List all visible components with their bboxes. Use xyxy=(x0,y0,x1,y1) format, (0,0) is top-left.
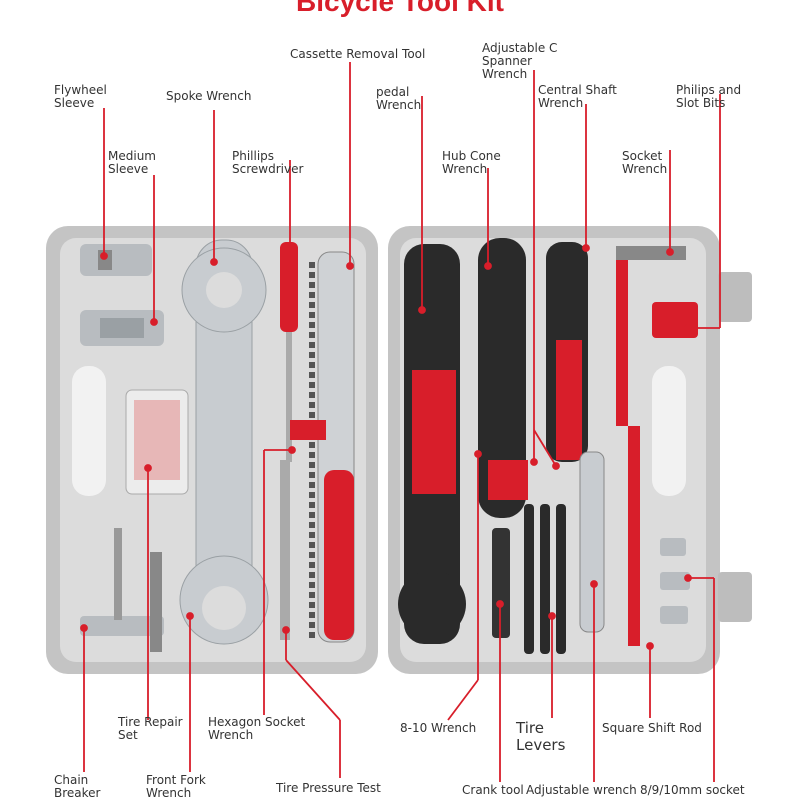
label-adjustable-c-spanner-wrench: Adjustable C Spanner Wrench xyxy=(482,41,558,81)
label-hub-cone-wrench: Hub Cone Wrench xyxy=(442,149,501,176)
hexagon-socket-wrench-tool xyxy=(290,420,326,440)
phillips-screwdriver-tool xyxy=(280,242,298,462)
label-flywheel-sleeve: Flywheel Sleeve xyxy=(54,83,107,110)
label-spoke-wrench: Spoke Wrench xyxy=(166,89,252,103)
label-square-shift-rod: Square Shift Rod xyxy=(602,721,702,735)
label-pedal-wrench: pedal Wrench xyxy=(376,85,422,112)
label-socket-wrench: Socket Wrench xyxy=(622,149,668,176)
label-tire-levers: Tire Levers xyxy=(516,719,566,754)
label-chain-breaker: Chain Breaker xyxy=(54,773,101,800)
label-crank-tool: Crank tool xyxy=(462,783,524,797)
hub-cone-wrench-tool xyxy=(478,238,528,518)
cassette-chain-whip xyxy=(309,251,355,643)
label-central-shaft-wrench: Central Shaft Wrench xyxy=(538,83,617,110)
label-hexagon-socket-wrench: Hexagon Socket Wrench xyxy=(208,715,306,742)
label-medium-sleeve: Medium Sleeve xyxy=(108,149,156,176)
chain-breaker-tool xyxy=(80,528,164,636)
case-latch-top xyxy=(718,272,752,322)
label-tire-pressure-test: Tire Pressure Test xyxy=(276,781,381,795)
label-8-10-wrench: 8-10 Wrench xyxy=(400,721,477,735)
label-cassette-removal-tool: Cassette Removal Tool xyxy=(290,47,426,61)
central-shaft-wrench-tool xyxy=(546,242,588,462)
case-latch-bottom xyxy=(718,572,752,622)
label-phillips-screwdriver: Phillips Screwdriver xyxy=(232,149,304,176)
sockets-8-9-10 xyxy=(660,538,690,624)
adjustable-wrench-tool xyxy=(579,451,605,633)
front-fork-wrench-tool xyxy=(150,552,162,652)
pedal-wrench-tool xyxy=(398,244,466,644)
page-title: Bicycle Tool Kit xyxy=(296,0,504,17)
label-adjustable-wrench: Adjustable wrench xyxy=(526,783,637,797)
medium-sleeve-tool xyxy=(80,310,164,346)
phillips-slot-bits-holder xyxy=(652,302,698,338)
crank-tool xyxy=(492,528,510,638)
flywheel-sleeve-tool xyxy=(80,244,152,276)
label-phillips-slot-bits: Philips and Slot Bits xyxy=(676,83,742,110)
tire-levers-tool xyxy=(524,504,566,654)
tire-repair-set-box xyxy=(125,389,189,495)
label-tire-repair-set: Tire Repair Set xyxy=(118,715,183,742)
label-front-fork-wrench: Front Fork Wrench xyxy=(146,773,206,800)
label-8-9-10mm-socket: 8/9/10mm socket xyxy=(640,783,745,797)
spoke-wrench-tool xyxy=(179,239,269,645)
tire-pressure-gauge xyxy=(280,460,290,640)
